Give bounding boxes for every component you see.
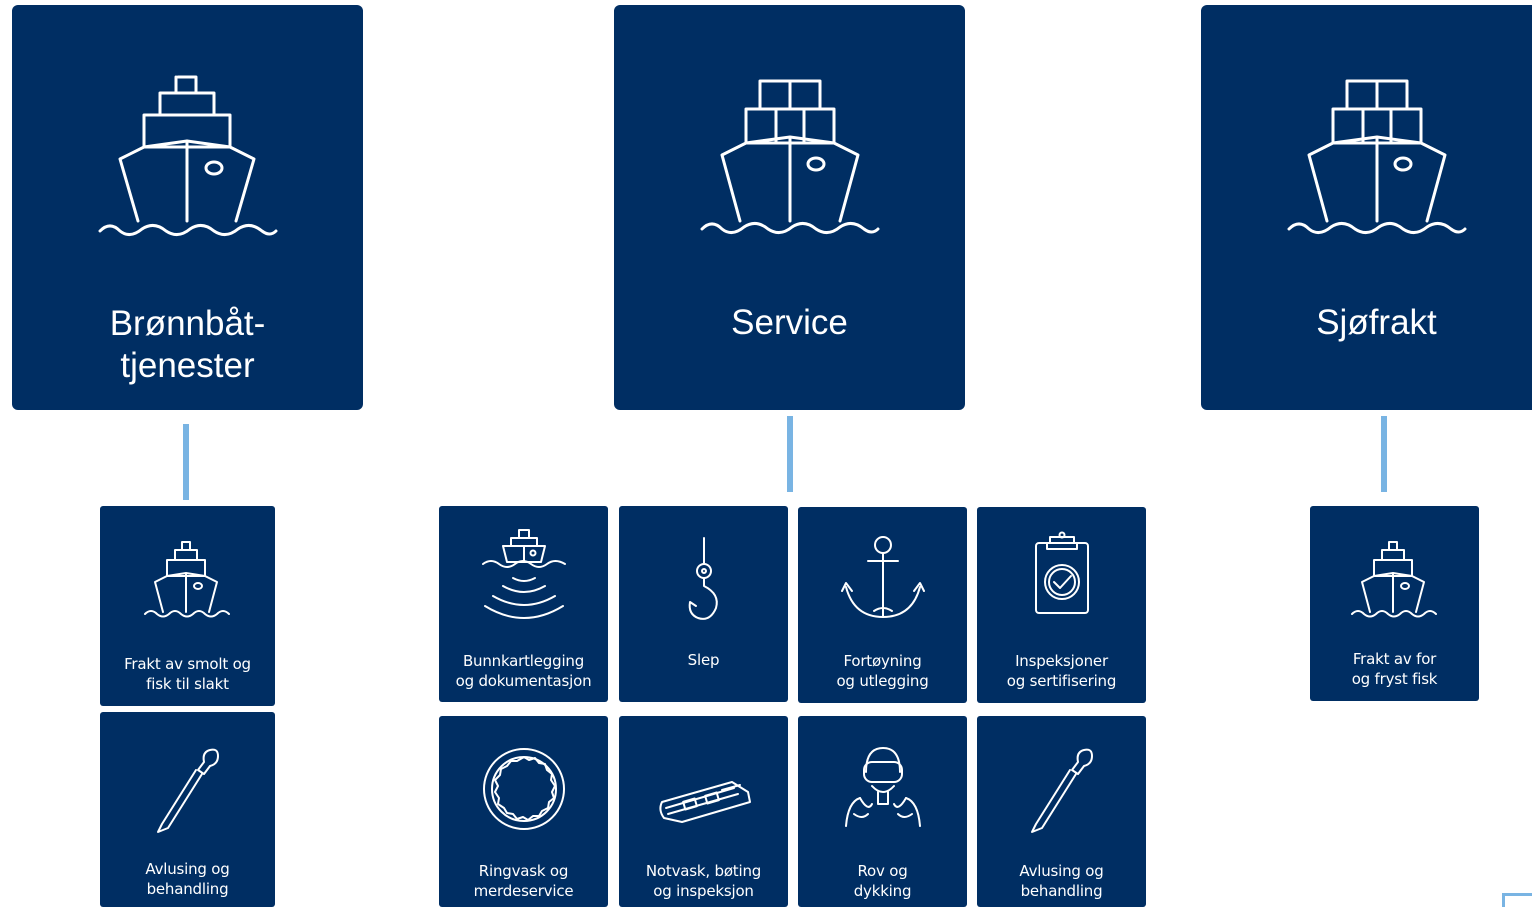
service-label: Notvask, bøting og inspeksjon — [645, 862, 762, 900]
service-label: Inspeksjoner og sertifisering — [1006, 652, 1117, 690]
category-title: Brønnbåt- tjenester — [109, 304, 266, 385]
rov-device-icon — [658, 781, 751, 823]
service-label: Frakt av for og fryst fisk — [1351, 650, 1438, 688]
container-ship-icon — [700, 79, 879, 234]
service-label: Fortøyning og utlegging — [836, 652, 929, 690]
hook-icon — [688, 537, 718, 620]
service-card[interactable]: Frakt av smolt og fisk til slakt — [100, 506, 275, 706]
category-card-bronnbat[interactable]: Brønnbåt- tjenester — [12, 5, 363, 410]
pipette-icon — [156, 748, 219, 833]
pipette-icon — [1030, 748, 1093, 833]
corner-decoration — [1502, 893, 1532, 907]
service-label: Slep — [687, 651, 720, 669]
service-card[interactable]: Inspeksjoner og sertifisering — [977, 507, 1146, 703]
service-label: Rov og dykking — [853, 862, 912, 900]
net-ring-icon — [482, 748, 565, 830]
service-label: Bunnkartlegging og dokumentasjon — [455, 652, 592, 690]
service-label: Avlusing og behandling — [145, 860, 230, 898]
ship-icon — [98, 75, 277, 236]
clipboard-check-icon — [1034, 531, 1089, 614]
service-card[interactable]: Ringvask og merdeservice — [439, 716, 608, 907]
service-card[interactable]: Notvask, bøting og inspeksjon — [619, 716, 788, 907]
category-card-service[interactable]: Service — [614, 5, 965, 410]
category-title: Sjøfrakt — [1316, 303, 1437, 342]
service-card[interactable]: Avlusing og behandling — [977, 716, 1146, 907]
service-card[interactable]: Frakt av for og fryst fisk — [1310, 506, 1479, 701]
connector-line — [1381, 416, 1387, 492]
service-label: Avlusing og behandling — [1019, 862, 1104, 900]
service-label: Ringvask og merdeservice — [473, 862, 574, 900]
ship-icon — [143, 541, 230, 618]
service-card[interactable]: Avlusing og behandling — [100, 712, 275, 907]
service-card[interactable]: Slep — [619, 506, 788, 702]
ship-icon — [1350, 541, 1437, 618]
service-card[interactable]: Fortøyning og utlegging — [798, 507, 967, 703]
connector-line — [183, 424, 189, 500]
connector-line — [787, 416, 793, 492]
service-label: Frakt av smolt og fisk til slakt — [124, 655, 251, 693]
diver-icon — [844, 747, 921, 827]
sonar-ship-icon — [481, 529, 566, 619]
anchor-icon — [840, 536, 925, 618]
category-card-sjofrakt[interactable]: Sjøfrakt — [1201, 5, 1532, 410]
service-card[interactable]: Bunnkartlegging og dokumentasjon — [439, 506, 608, 702]
service-card[interactable]: Rov og dykking — [798, 716, 967, 907]
category-title: Service — [731, 303, 848, 342]
container-ship-icon — [1287, 79, 1467, 234]
